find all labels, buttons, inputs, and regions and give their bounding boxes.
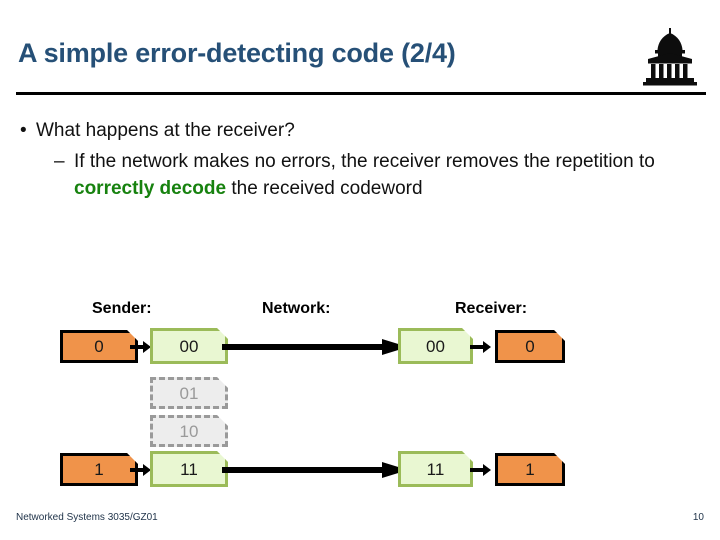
bullet-level2-text-part1: If the network makes no errors, the rece… — [74, 151, 655, 172]
network-transmission-arrow-row1 — [222, 337, 408, 357]
column-label-sender: Sender: — [92, 300, 152, 317]
encode-arrow-row2 — [130, 461, 152, 479]
encode-arrow-row1 — [130, 338, 152, 356]
bullet-level1-text: What happens at the receiver? — [36, 120, 295, 141]
bullet-marker: • — [20, 120, 27, 141]
column-label-receiver: Receiver: — [455, 300, 528, 317]
decoded-data-box-row2: 1 — [495, 453, 565, 486]
received-codeword-box-row1: 00 — [398, 328, 473, 364]
unused-codeword-box-10: 10 — [150, 415, 228, 447]
university-dome-building-icon — [638, 28, 702, 86]
page-title: A simple error-detecting code (2/4) — [18, 38, 456, 68]
footer-course-label: Networked Systems 3035/GZ01 — [16, 512, 158, 523]
dash-marker: – — [54, 151, 65, 172]
unused-codeword-box-01: 01 — [150, 377, 228, 409]
decode-arrow-row1 — [470, 338, 492, 356]
title-divider — [16, 92, 706, 95]
slide-header: A simple error-detecting code (2/4) — [0, 0, 720, 96]
received-codeword-box-row2: 11 — [398, 451, 473, 487]
slide-number: 10 — [692, 512, 704, 523]
bullet-level2-highlight: correctly decode — [74, 178, 227, 199]
bullet-level2-text-part2: the received codeword — [226, 178, 423, 199]
codeword-box-row1: 00 — [150, 328, 228, 364]
sender-data-box-row1: 0 — [60, 330, 138, 363]
codeword-flow-diagram: Sender: Network: Receiver: 0 00 00 0 01 … — [0, 290, 720, 500]
column-label-network: Network: — [262, 300, 331, 317]
decode-arrow-row2 — [470, 461, 492, 479]
codeword-box-row2: 11 — [150, 451, 228, 487]
sender-data-box-row2: 1 — [60, 453, 138, 486]
decoded-data-box-row1: 0 — [495, 330, 565, 363]
bullet-level1: • What happens at the receiver? — [18, 118, 708, 144]
slide-body: • What happens at the receiver? –If the … — [18, 118, 708, 202]
bullet-level2: –If the network makes no errors, the rec… — [18, 148, 708, 202]
network-transmission-arrow-row2 — [222, 460, 408, 480]
